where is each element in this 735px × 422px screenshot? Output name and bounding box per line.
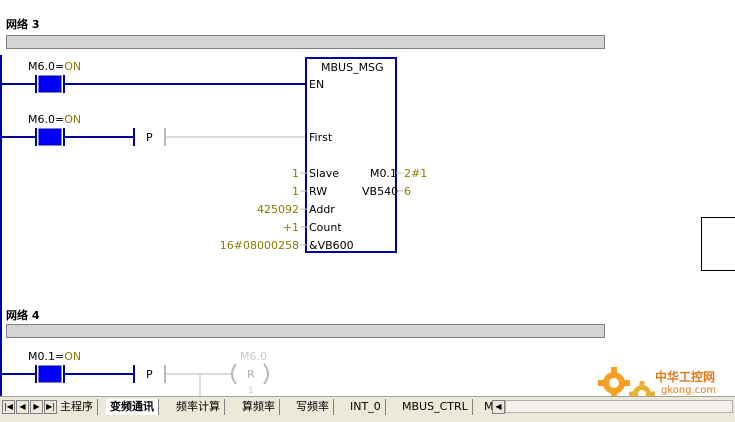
network-4-comment[interactable] xyxy=(6,324,605,338)
contact-m6-0-b[interactable] xyxy=(35,128,65,146)
pin-slave: Slave xyxy=(309,167,340,180)
block-title: MBUS_MSG xyxy=(321,61,384,74)
scroll-left-button[interactable]: ◀ xyxy=(492,400,505,414)
pin-count: Count xyxy=(309,221,342,234)
side-panel-fragment xyxy=(701,217,735,271)
input-value-slave[interactable]: 1 xyxy=(292,167,299,180)
pin-en: EN xyxy=(309,78,325,91)
pin-m0-1: M0.1 xyxy=(370,167,397,180)
network-3-title[interactable]: 网络 3 xyxy=(6,18,40,31)
tab-freq-calc[interactable]: 频率计算 xyxy=(172,399,225,415)
pin-rw: RW xyxy=(309,185,328,198)
pin-addr: Addr xyxy=(309,203,335,216)
contact-label: M6.0=ON xyxy=(28,113,82,126)
contact-label: M6.0=ON xyxy=(28,60,82,73)
tab-int0[interactable]: INT_0 xyxy=(346,399,386,415)
network-4-title[interactable]: 网络 4 xyxy=(6,309,40,322)
gear-icon xyxy=(598,367,630,396)
tab-mbus-ctrl[interactable]: MBUS_CTRL xyxy=(398,399,473,415)
p-label: P xyxy=(146,368,153,381)
reset-coil-m6-0[interactable] xyxy=(231,363,269,385)
watermark: 中华工控网 gkong.com xyxy=(655,368,716,396)
tab-more[interactable]: M xyxy=(484,400,494,413)
last-tab-button[interactable]: ▶| xyxy=(44,400,57,414)
coil-address: M6.0 xyxy=(240,350,267,363)
coil-count: 1 xyxy=(248,386,254,396)
p-label: P xyxy=(146,131,153,144)
mbus-msg-block xyxy=(305,57,397,253)
input-value-rw[interactable]: 1 xyxy=(292,185,299,198)
next-tab-button[interactable]: ▶ xyxy=(30,400,43,414)
coil-type: R xyxy=(247,368,255,381)
tab-write-freq[interactable]: 写频率 xyxy=(292,399,334,415)
contact-m6-0-a[interactable] xyxy=(35,75,65,93)
gear-icon xyxy=(629,381,655,396)
output-value-m0-1: 2#1 xyxy=(404,167,428,180)
contact-m0-1[interactable] xyxy=(35,365,65,383)
input-value-addr[interactable]: 425092 xyxy=(257,203,299,216)
contact-label: M0.1=ON xyxy=(28,350,82,363)
first-tab-button[interactable]: |◀ xyxy=(2,400,15,414)
tab-inverter-comm[interactable]: 变频通讯 xyxy=(106,399,159,415)
tab-bar: |◀ ◀ ▶ ▶| 主程序 变频通讯 频率计算 算频率 写频率 INT_0 MB… xyxy=(0,396,735,422)
watermark-en: gkong.com xyxy=(661,385,717,396)
watermark-cn: 中华工控网 xyxy=(655,370,716,384)
tab-calc-freq[interactable]: 算频率 xyxy=(238,399,280,415)
network-3-comment[interactable] xyxy=(6,35,605,49)
pin-first: First xyxy=(309,131,333,144)
prev-tab-button[interactable]: ◀ xyxy=(16,400,29,414)
pin-vb540: VB540 xyxy=(362,185,399,198)
ladder-diagram xyxy=(0,55,655,396)
tab-main[interactable]: 主程序 xyxy=(56,399,98,415)
pin-vb600: &VB600 xyxy=(309,239,354,252)
input-value-count[interactable]: +1 xyxy=(282,221,299,234)
horizontal-scrollbar[interactable] xyxy=(505,400,733,413)
output-value-vb540: 6 xyxy=(404,185,411,198)
input-value-vb600[interactable]: 16#08000258 xyxy=(219,239,299,252)
